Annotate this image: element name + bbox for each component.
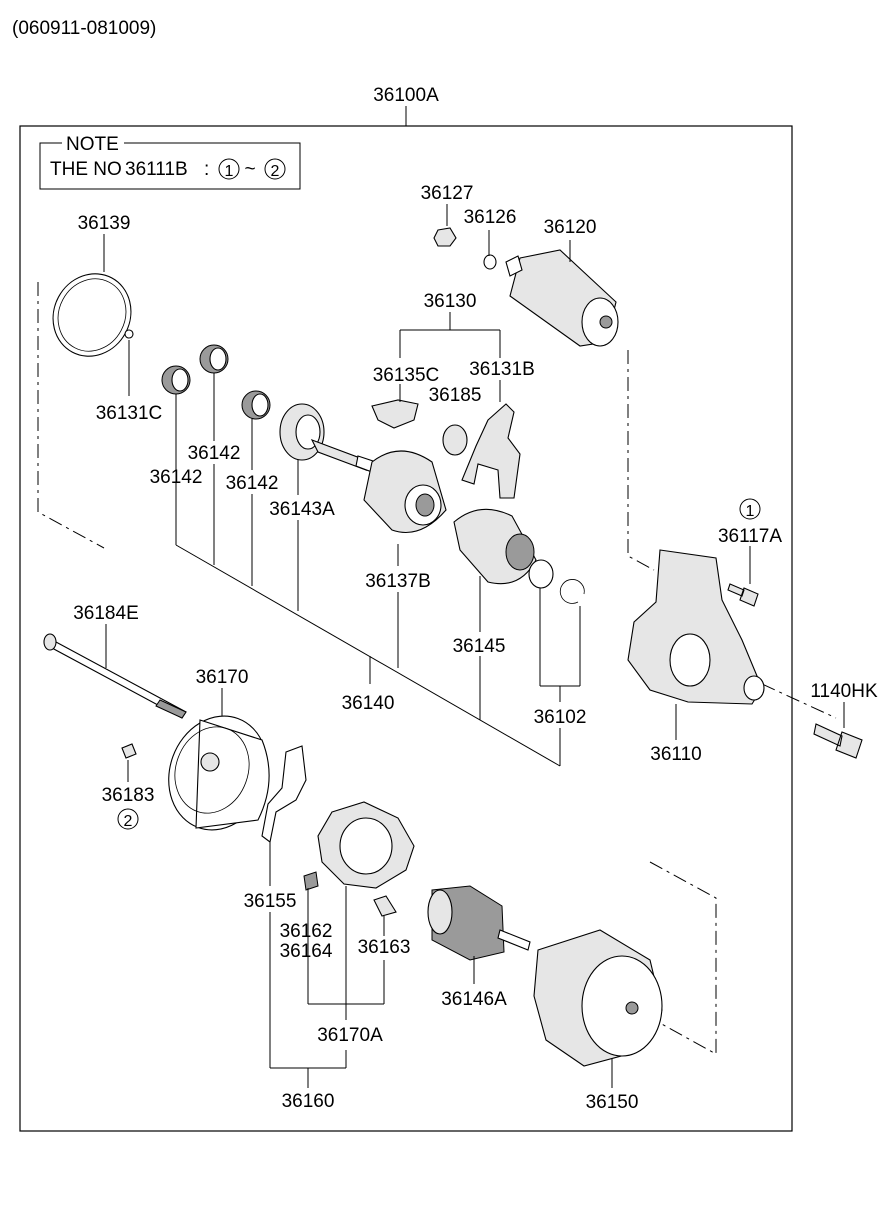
label-36142-c: 36142 bbox=[226, 473, 279, 494]
label-36162: 36162 bbox=[280, 921, 333, 942]
label-36160: 36160 bbox=[282, 1091, 335, 1112]
stop-ring bbox=[528, 559, 554, 589]
label-36170A: 36170A bbox=[317, 1025, 383, 1046]
label-36142-a: 36142 bbox=[188, 443, 241, 464]
solenoid-36120 bbox=[505, 249, 619, 347]
dash-line-bolt bbox=[761, 683, 837, 719]
washer-36126 bbox=[483, 254, 497, 270]
planet-gear-2 bbox=[199, 344, 229, 374]
plunger-36135C bbox=[371, 399, 419, 429]
armature-36146A bbox=[427, 885, 531, 961]
label-36100A: 36100A bbox=[373, 85, 439, 106]
label-36142-b: 36142 bbox=[150, 467, 203, 488]
note-from: 1 bbox=[225, 163, 234, 180]
label-36102: 36102 bbox=[534, 707, 587, 728]
snap-ring bbox=[559, 579, 585, 604]
label-36164: 36164 bbox=[280, 941, 333, 962]
label-36140: 36140 bbox=[342, 693, 395, 714]
planet-gear-1 bbox=[161, 365, 191, 395]
label-36135C: 36135C bbox=[373, 365, 440, 386]
note-prefix: THE NO bbox=[50, 159, 122, 180]
label-36120: 36120 bbox=[544, 217, 597, 238]
washer-36185 bbox=[442, 424, 468, 456]
label-36184E: 36184E bbox=[73, 603, 139, 624]
brush-36155 bbox=[261, 745, 307, 843]
internal-gear-36137B bbox=[363, 450, 447, 534]
note-part: 36111B bbox=[125, 159, 188, 180]
planet-shaft-36143A bbox=[279, 403, 377, 473]
label-36127: 36127 bbox=[421, 183, 474, 204]
label-1140HK: 1140HK bbox=[810, 681, 878, 702]
label-36126: 36126 bbox=[464, 207, 517, 228]
planet-gear-3 bbox=[241, 390, 271, 420]
screw-36183 bbox=[121, 743, 137, 759]
label-36131C: 36131C bbox=[96, 403, 163, 424]
label-36145: 36145 bbox=[453, 636, 506, 657]
label-36110: 36110 bbox=[650, 744, 701, 765]
label-36131B: 36131B bbox=[469, 359, 535, 380]
label-36139: 36139 bbox=[78, 213, 131, 234]
note-sep: : bbox=[204, 159, 209, 180]
label-36163: 36163 bbox=[358, 937, 411, 958]
label-36155: 36155 bbox=[244, 891, 297, 912]
front-housing-36110 bbox=[627, 549, 765, 705]
label-36130: 36130 bbox=[424, 291, 477, 312]
note-callout-1 bbox=[218, 158, 240, 180]
date-code: (060911-081009) bbox=[12, 18, 157, 39]
nut-36127 bbox=[433, 227, 457, 247]
callout-2-circle bbox=[117, 808, 139, 830]
note-tilde: ~ bbox=[244, 159, 255, 180]
dash-line-yoke bbox=[649, 861, 717, 1055]
note-box: NOTE THE NO 36111B : 1 ~ 2 bbox=[39, 134, 301, 190]
bolt-1140HK bbox=[813, 723, 863, 759]
clutch-36145 bbox=[453, 508, 537, 585]
label-36185: 36185 bbox=[429, 385, 482, 406]
screw-36117A bbox=[727, 583, 759, 607]
callout-2: 2 bbox=[124, 813, 133, 830]
label-36137B: 36137B bbox=[365, 571, 431, 592]
label-36170: 36170 bbox=[196, 667, 249, 688]
brush-holder-36170A bbox=[317, 801, 415, 889]
yoke-36150 bbox=[533, 929, 663, 1067]
ball-36131C bbox=[124, 329, 134, 339]
label-36117A: 36117A bbox=[718, 526, 782, 547]
leader-lines bbox=[103, 204, 845, 1088]
note-to: 2 bbox=[271, 163, 280, 180]
label-36146A: 36146A bbox=[441, 989, 507, 1010]
through-bolt-36184E bbox=[43, 633, 187, 719]
brush-36163 bbox=[373, 895, 397, 917]
spring-36162 bbox=[303, 871, 319, 891]
dash-line-solenoid bbox=[627, 350, 655, 571]
note-title: NOTE bbox=[66, 134, 119, 155]
o-ring-inner bbox=[57, 278, 127, 352]
dash-line-left bbox=[37, 282, 105, 549]
callout-1-circle bbox=[739, 498, 761, 520]
label-36143A: 36143A bbox=[269, 499, 335, 520]
label-36183: 36183 bbox=[102, 785, 155, 806]
rear-cover-36170 bbox=[168, 715, 270, 831]
note-callout-2 bbox=[264, 158, 286, 180]
lever-36131B bbox=[461, 403, 521, 499]
label-36150: 36150 bbox=[586, 1092, 639, 1113]
callout-1: 1 bbox=[746, 503, 755, 520]
